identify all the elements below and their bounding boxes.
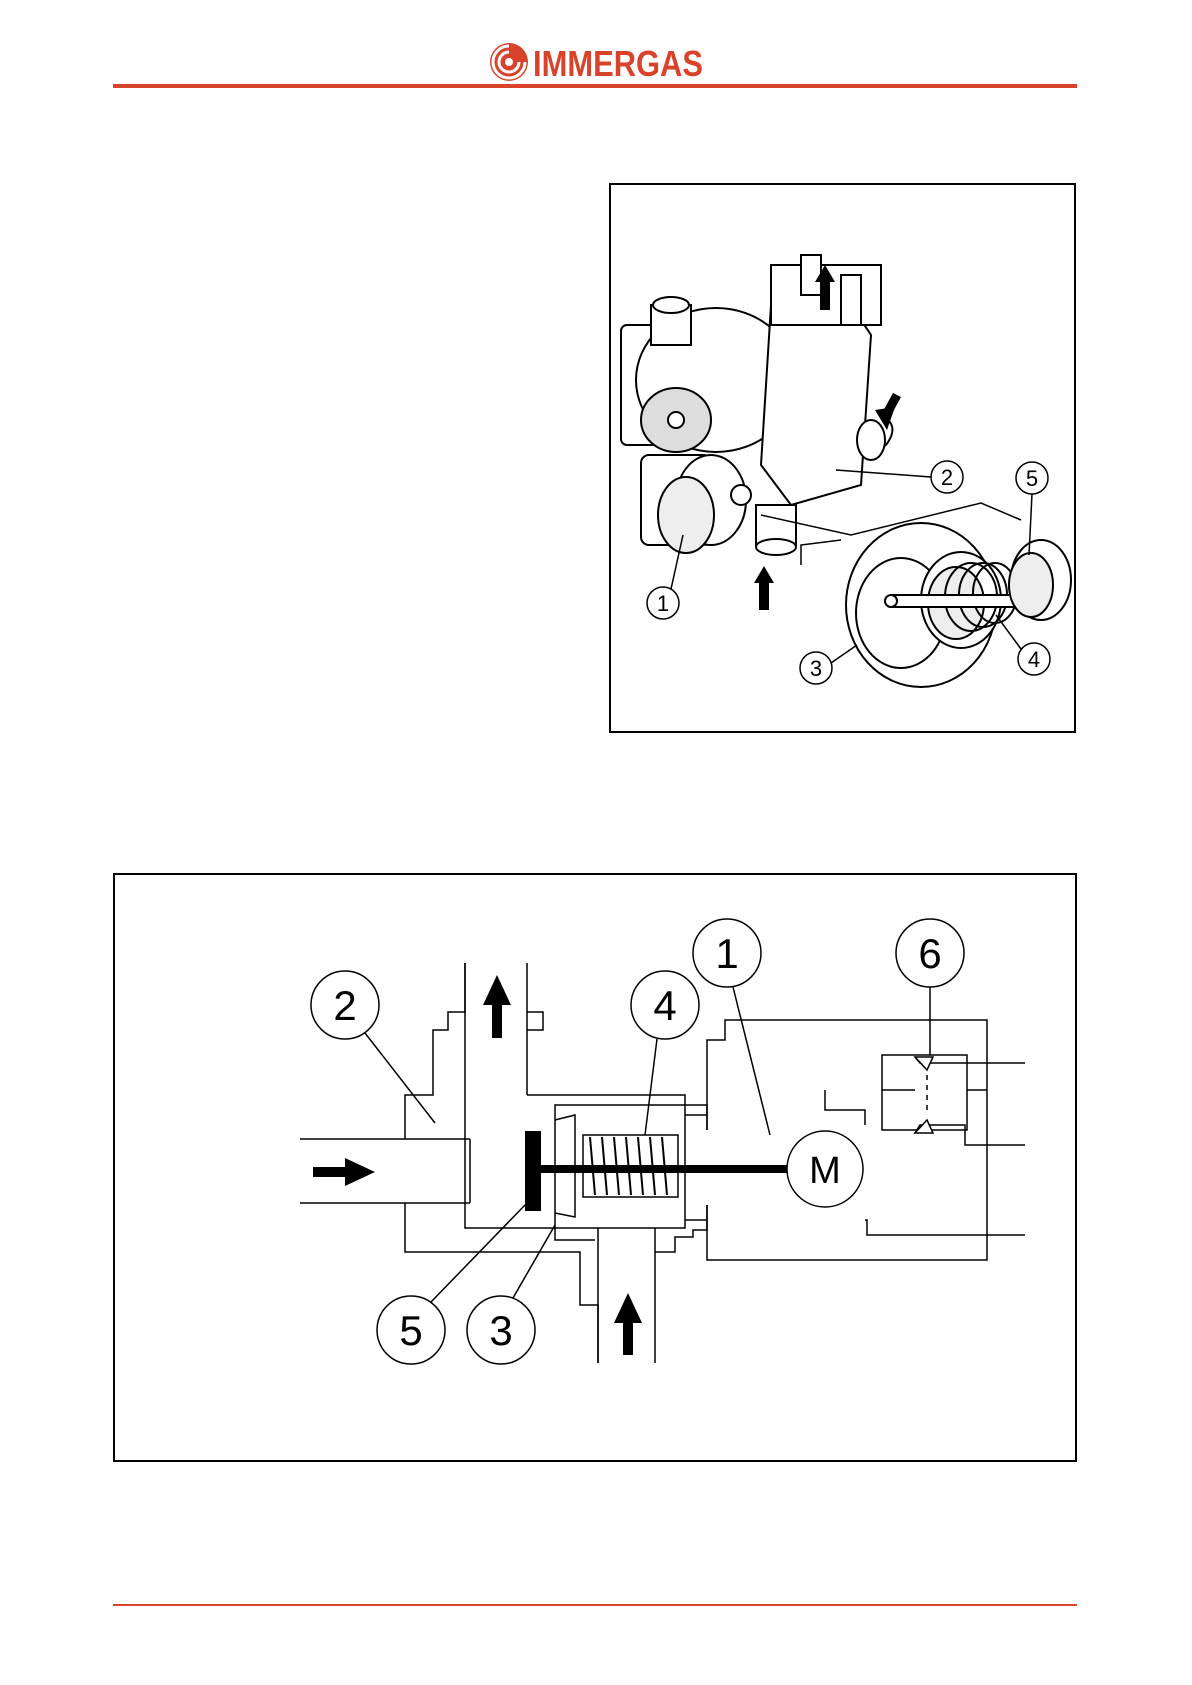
flow-arrow-icon bbox=[614, 1293, 642, 1355]
brand-text: IMMERGAS bbox=[533, 43, 703, 84]
immergas-logo: IMMERGAS bbox=[489, 40, 709, 84]
flow-arrow-icon bbox=[483, 975, 511, 1038]
callout-1: 1 bbox=[657, 591, 669, 616]
callout-3: 3 bbox=[810, 656, 822, 681]
pump-assembly-figure: 1 2 3 4 5 bbox=[609, 183, 1076, 733]
schematic-callout-6: 6 bbox=[918, 930, 941, 977]
flow-arrow-icon bbox=[754, 566, 774, 610]
schematic-callout-1: 1 bbox=[715, 930, 738, 977]
callout-4: 4 bbox=[1028, 647, 1040, 672]
footer-rule bbox=[113, 1604, 1077, 1606]
callout-5: 5 bbox=[1026, 466, 1038, 491]
callout-2: 2 bbox=[941, 465, 953, 490]
valve-schematic: M 1 2 3 4 5 6 bbox=[115, 875, 1075, 1460]
motor-label: M bbox=[809, 1150, 841, 1192]
flow-arrow-icon bbox=[313, 1158, 375, 1186]
pump-assembly-illustration: 1 2 3 4 5 bbox=[611, 185, 1074, 731]
schematic-callout-2: 2 bbox=[333, 982, 356, 1029]
valve-schematic-figure: M 1 2 3 4 5 6 bbox=[113, 873, 1077, 1462]
schematic-callout-5: 5 bbox=[399, 1307, 422, 1354]
schematic-callout-4: 4 bbox=[653, 982, 676, 1029]
schematic-callout-3: 3 bbox=[489, 1307, 512, 1354]
header-rule bbox=[113, 84, 1077, 88]
immergas-logo-icon: IMMERGAS bbox=[489, 40, 709, 84]
